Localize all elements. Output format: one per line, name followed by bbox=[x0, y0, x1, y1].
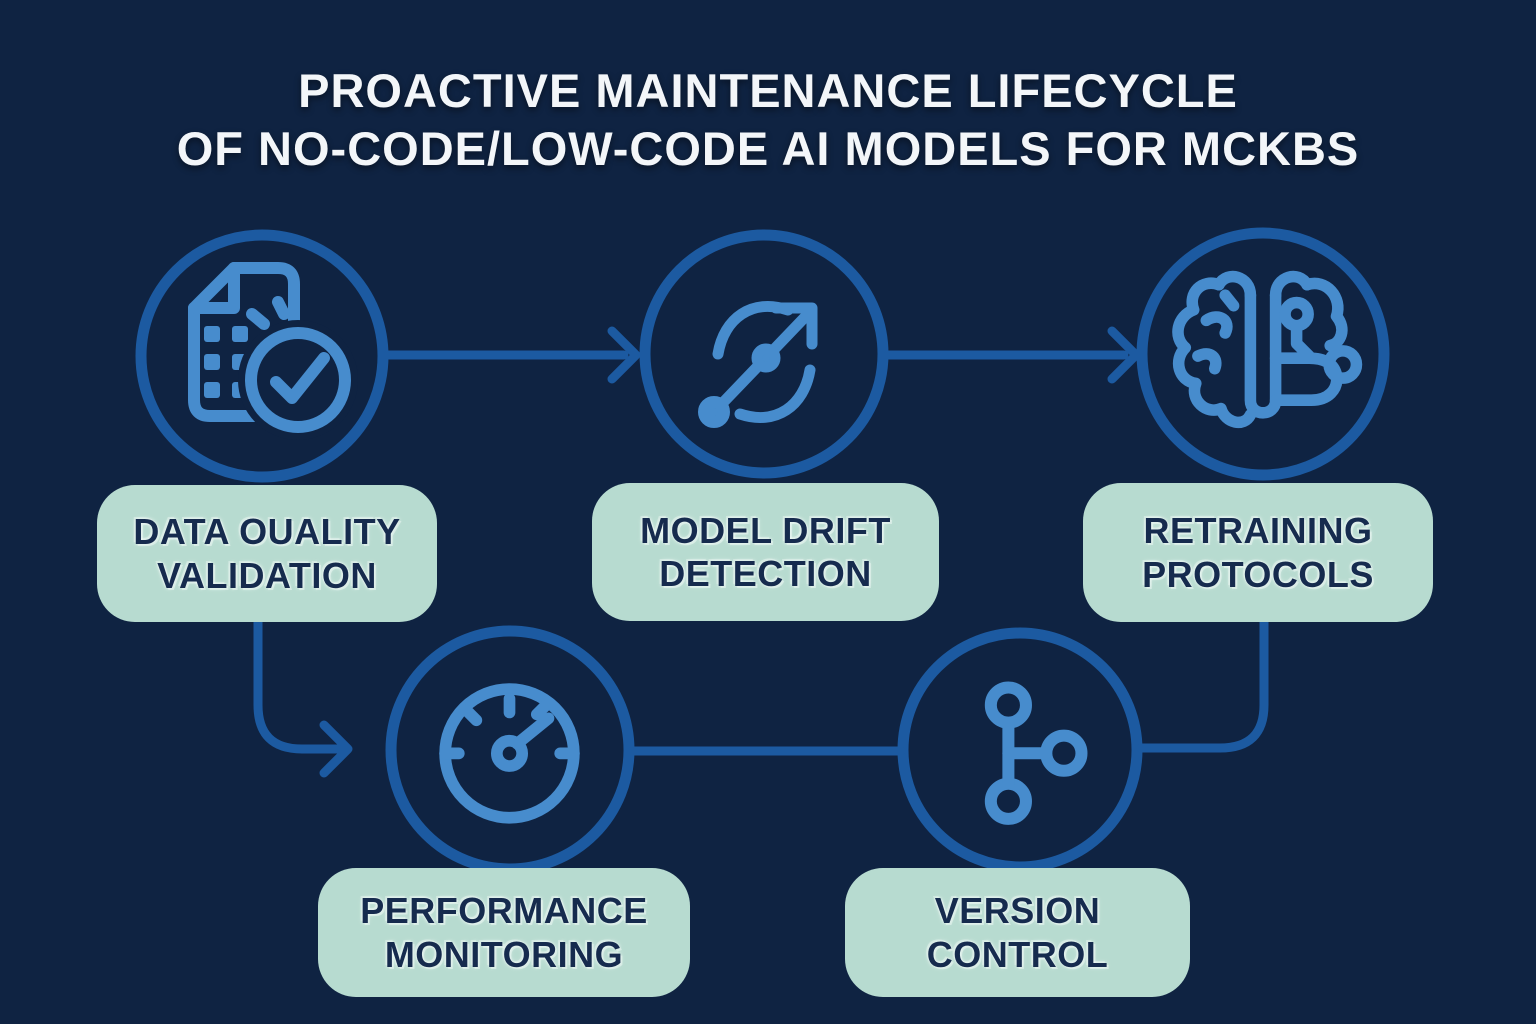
label-version-control: VERSION CONTROL bbox=[845, 868, 1190, 997]
label-data-quality-validation: DATA OUALITY VALIDATION bbox=[97, 485, 437, 622]
connector-retraining-to-version bbox=[1136, 617, 1269, 753]
label-line: RETRAINING bbox=[1143, 510, 1373, 552]
page-title-line1: PROACTIVE MAINTENANCE LIFECYCLE bbox=[298, 64, 1238, 117]
label-line: VALIDATION bbox=[157, 554, 377, 596]
label-line: MONITORING bbox=[384, 933, 624, 975]
page-title: PROACTIVE MAINTENANCE LIFECYCLE OF NO-CO… bbox=[0, 62, 1536, 179]
ai-brain-icon bbox=[1172, 270, 1363, 429]
label-performance-monitoring: PERFORMANCE MONITORING bbox=[318, 868, 690, 997]
label-line: MODEL DRIFT bbox=[640, 509, 891, 551]
label-line: DATA OUALITY bbox=[133, 511, 401, 553]
node-ring-model-drift bbox=[639, 229, 889, 479]
document-check-icon bbox=[188, 262, 358, 440]
label-retraining-protocols: RETRAINING PROTOCOLS bbox=[1083, 483, 1433, 622]
label-line: CONTROL bbox=[926, 933, 1109, 975]
git-branch-icon bbox=[984, 681, 1088, 825]
node-ring-data-quality bbox=[135, 229, 389, 483]
arrow-model-drift-to-retraining bbox=[883, 326, 1141, 384]
trend-arrow-icon bbox=[698, 301, 818, 428]
page-title-line2: OF NO-CODE/LOW-CODE AI MODELS FOR MCKBS bbox=[176, 122, 1360, 176]
label-model-drift-detection: MODEL DRIFT DETECTION bbox=[592, 483, 939, 621]
gauge-icon bbox=[439, 683, 580, 824]
arrow-data-quality-to-model-drift bbox=[383, 326, 641, 384]
arrow-data-quality-to-performance bbox=[253, 617, 353, 778]
node-ring-retraining bbox=[1136, 227, 1390, 481]
label-line: PERFORMANCE bbox=[360, 890, 648, 932]
label-line: VERSION bbox=[934, 890, 1101, 932]
label-line: DETECTION bbox=[659, 553, 872, 594]
label-line: PROTOCOLS bbox=[1142, 553, 1374, 595]
